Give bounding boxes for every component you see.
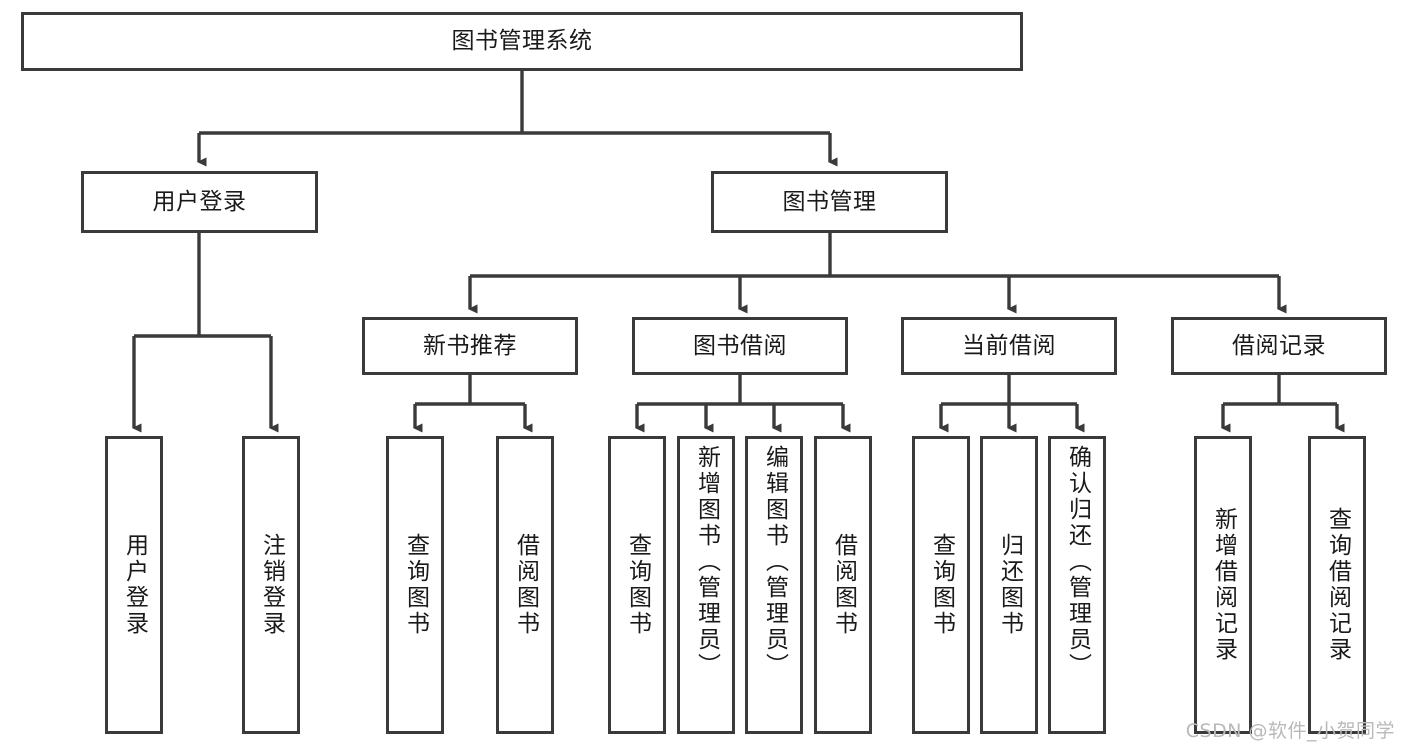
node-book-management[interactable]: 图书管理: [711, 171, 948, 233]
node-leaf-newbook-borrow-book[interactable]: 借阅图书: [496, 436, 554, 734]
node-borrow-record[interactable]: 借阅记录: [1171, 317, 1387, 375]
node-leaf-newbook-query-book[interactable]: 查询图书: [386, 436, 444, 734]
node-book-borrow[interactable]: 图书借阅: [632, 317, 848, 375]
node-label: 图书管理系统: [451, 28, 593, 55]
node-leaf-borrowrecord-query-record[interactable]: 查询借阅记录: [1308, 436, 1366, 734]
node-leaf-bookborrow-query-book[interactable]: 查询图书: [608, 436, 666, 734]
node-new-book-recommend[interactable]: 新书推荐: [362, 317, 578, 375]
node-label: 借阅记录: [1232, 332, 1326, 359]
node-root-book-management-system[interactable]: 图书管理系统: [21, 12, 1023, 71]
node-leaf-borrowrecord-add-record[interactable]: 新增借阅记录: [1194, 436, 1252, 734]
node-label: 图书借阅: [693, 332, 787, 359]
node-label: 当前借阅: [962, 332, 1056, 359]
node-leaf-user-login-logout[interactable]: 注销登录: [242, 436, 300, 734]
node-current-borrow[interactable]: 当前借阅: [901, 317, 1117, 375]
node-label: 新增图书（管理员）: [693, 445, 720, 679]
node-leaf-currentborrow-return-book[interactable]: 归还图书: [980, 436, 1038, 734]
node-label: 用户登录: [152, 188, 247, 215]
node-label: 借阅图书: [830, 533, 857, 637]
node-label: 查询图书: [624, 533, 651, 637]
node-leaf-bookborrow-add-book-admin[interactable]: 新增图书（管理员）: [677, 436, 735, 734]
node-user-login[interactable]: 用户登录: [81, 171, 318, 233]
node-label: 注销登录: [258, 533, 285, 637]
node-label: 用户登录: [121, 533, 148, 637]
node-leaf-bookborrow-borrow-book[interactable]: 借阅图书: [814, 436, 872, 734]
node-label: 查询借阅记录: [1324, 507, 1351, 663]
node-label: 确认归还（管理员）: [1064, 445, 1091, 679]
node-label: 查询图书: [928, 533, 955, 637]
node-label: 新增借阅记录: [1210, 507, 1237, 663]
node-label: 查询图书: [402, 533, 429, 637]
node-label: 编辑图书（管理员）: [761, 445, 788, 679]
node-leaf-currentborrow-query-book[interactable]: 查询图书: [912, 436, 970, 734]
node-label: 归还图书: [996, 533, 1023, 637]
node-leaf-bookborrow-edit-book-admin[interactable]: 编辑图书（管理员）: [745, 436, 803, 734]
node-label: 借阅图书: [512, 533, 539, 637]
node-label: 图书管理: [782, 188, 877, 215]
node-leaf-user-login-login[interactable]: 用户登录: [105, 436, 163, 734]
watermark-text: CSDN @软件_小贺同学: [1185, 720, 1395, 742]
node-label: 新书推荐: [423, 332, 517, 359]
node-leaf-currentborrow-confirm-return-admin[interactable]: 确认归还（管理员）: [1048, 436, 1106, 734]
